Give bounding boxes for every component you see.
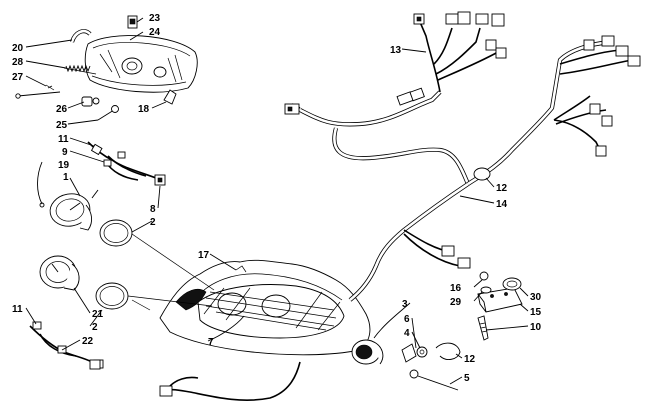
callout-30: 30	[530, 292, 542, 303]
bulb-part18	[163, 89, 177, 105]
assembly-guide-lines	[127, 233, 215, 311]
regulator-part15	[477, 287, 523, 313]
key-switch-part3	[351, 339, 384, 365]
callout-12-lower: 12	[464, 354, 476, 365]
bulb-socket-part23	[127, 15, 138, 29]
callout-10: 10	[530, 322, 542, 333]
callout-23: 23	[149, 13, 161, 24]
tachometer-gauge	[39, 255, 80, 291]
nut-part16	[479, 271, 489, 281]
callout-18: 18	[138, 104, 150, 115]
callout-11-upper: 11	[58, 134, 69, 145]
callout-leaders	[25, 17, 529, 385]
callout-15: 15	[530, 307, 542, 318]
callout-22: 22	[82, 336, 94, 347]
callout-6: 6	[404, 314, 410, 325]
gauge-bezel-ring-upper	[99, 219, 133, 247]
clamp-part12-lower	[435, 342, 461, 360]
callout-14: 14	[496, 199, 508, 210]
callout-2-upper: 2	[150, 217, 156, 228]
callout-29: 29	[450, 297, 462, 308]
mount-screw-part25	[97, 105, 119, 121]
nut-part4	[416, 346, 428, 358]
callout-labels: 20 28 27 23 24 26 25 18 11 9 19 1 8 2 17…	[12, 13, 542, 384]
callout-17: 17	[198, 250, 210, 261]
headlight-wire-loop	[69, 29, 92, 43]
screw-part10	[477, 315, 489, 341]
callout-4: 4	[404, 328, 410, 339]
washer-part29	[480, 286, 492, 294]
callout-26: 26	[56, 104, 68, 115]
callout-27: 27	[12, 72, 24, 83]
harness-clamp-upper	[473, 167, 491, 181]
grommet-part26	[81, 96, 100, 107]
headlight-assembly	[84, 35, 198, 93]
callout-19: 19	[58, 160, 70, 171]
washer-part6	[401, 343, 417, 363]
callout-5: 5	[464, 373, 470, 384]
callout-11-lower: 11	[12, 304, 23, 315]
main-wiring-harness	[163, 21, 633, 401]
callout-28: 28	[12, 57, 24, 68]
callout-20: 20	[12, 43, 24, 54]
callout-9: 9	[62, 147, 68, 158]
gauge-bezel-ring-lower	[95, 282, 129, 310]
harness-connectors	[89, 11, 641, 397]
callout-21: 21	[92, 309, 104, 320]
callout-8: 8	[150, 204, 156, 215]
gauge-harness-upper	[87, 141, 166, 199]
callout-1: 1	[63, 172, 69, 183]
callout-3: 3	[402, 299, 408, 310]
adjuster-spring	[63, 64, 97, 75]
callout-2-lower: 2	[92, 322, 98, 333]
callout-16: 16	[450, 283, 462, 294]
callout-12-upper: 12	[496, 183, 508, 194]
callout-7: 7	[208, 337, 214, 348]
key-part5	[409, 369, 459, 391]
speedometer-gauge	[39, 193, 93, 231]
adjuster-screw	[15, 84, 61, 99]
callout-25: 25	[56, 120, 68, 131]
grommet-part30	[502, 277, 522, 291]
instrument-pod-housing	[159, 259, 371, 356]
callout-13: 13	[390, 45, 402, 56]
callout-24: 24	[149, 27, 161, 38]
